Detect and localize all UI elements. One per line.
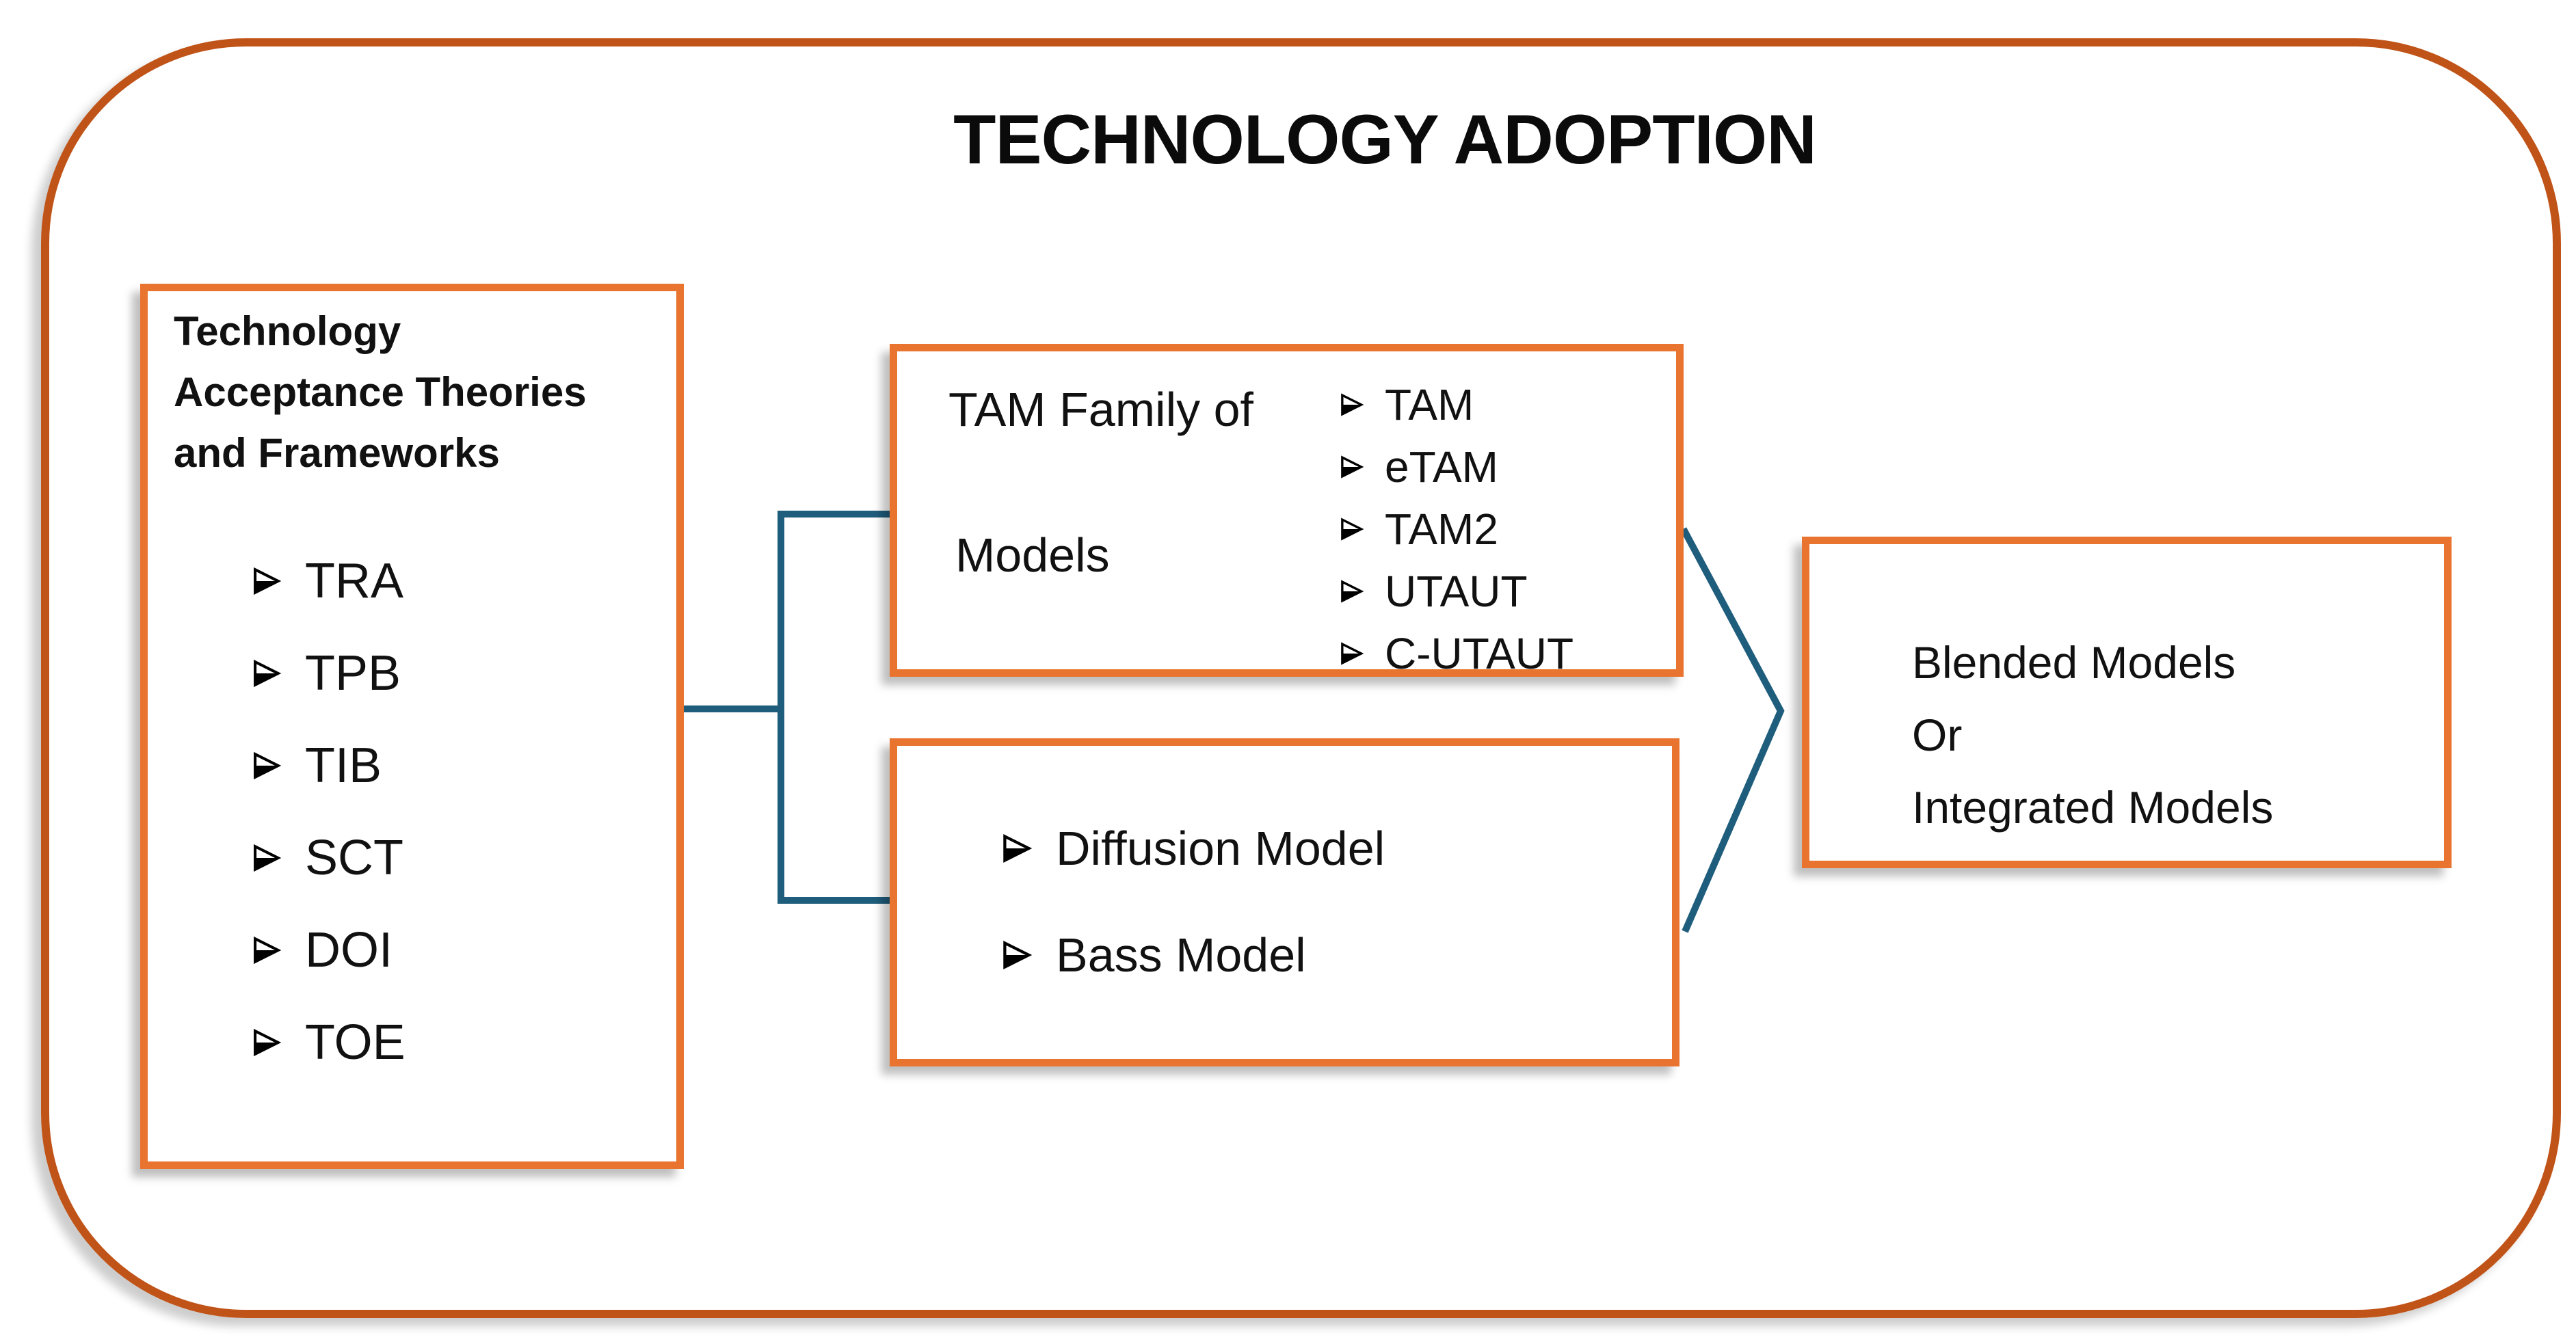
list-item-label: DOI (305, 922, 393, 978)
list-item: Diffusion Model (1000, 795, 1385, 902)
blended-box-text: Blended Models Or Integrated Models (1912, 637, 2274, 833)
list-item: TIB (250, 719, 676, 811)
arrow-bullet-icon (250, 658, 282, 689)
page-title: TECHNOLOGY ADOPTION (953, 100, 1817, 178)
blended-models-box: Blended Models Or Integrated Models (1802, 537, 2452, 868)
list-item: TRA (250, 535, 676, 627)
list-item-label: eTAM (1385, 442, 1498, 492)
arrow-bullet-icon (1338, 392, 1364, 418)
list-item: Bass Model (1000, 902, 1385, 1008)
list-item-label: TAM2 (1385, 504, 1498, 554)
arrow-bullet-icon (250, 842, 282, 874)
list-item-label: TIB (305, 738, 382, 793)
list-item-label: SCT (305, 830, 403, 885)
list-item-label: TAM (1385, 379, 1474, 429)
list-item: eTAM (1338, 435, 1574, 498)
arrow-bullet-icon (250, 935, 282, 966)
list-item-label: TRA (305, 553, 403, 608)
list-item: TAM (1338, 373, 1574, 435)
diffusion-models-box: Diffusion Model Bass Model (890, 738, 1679, 1066)
list-item: TAM2 (1338, 498, 1574, 560)
arrow-bullet-icon (250, 1027, 282, 1058)
tam-models-list: TAM eTAM TAM2 UTAUT C-UTAUT (1338, 373, 1574, 684)
left-box-heading: Technology Acceptance Theories and Frame… (174, 308, 587, 476)
arrow-bullet-icon (250, 750, 282, 781)
list-item-label: TPB (305, 645, 401, 701)
list-item-label: Diffusion Model (1056, 822, 1385, 875)
list-item: SCT (250, 811, 676, 904)
list-item-label: UTAUT (1385, 566, 1528, 616)
arrow-bullet-icon (250, 565, 282, 597)
list-item-label: C-UTAUT (1385, 628, 1574, 678)
list-item: TPB (250, 627, 676, 719)
arrow-bullet-icon (1000, 832, 1033, 865)
technology-theories-box: Technology Acceptance Theories and Frame… (140, 284, 684, 1169)
arrow-bullet-icon (1338, 516, 1364, 542)
tam-box-label-line2: Models (955, 528, 1110, 582)
merge-chevron-connector (1680, 527, 1785, 933)
list-item-label: TOE (305, 1014, 406, 1070)
tam-box-label-line1: TAM Family of (948, 383, 1253, 436)
diffusion-models-list: Diffusion Model Bass Model (1000, 795, 1385, 1008)
tam-family-box: TAM Family of Models TAM eTAM TAM2 UTAUT… (890, 344, 1684, 678)
list-item: UTAUT (1338, 560, 1574, 622)
arrow-bullet-icon (1338, 641, 1364, 667)
list-item: DOI (250, 904, 676, 996)
list-item-label: Bass Model (1056, 928, 1306, 982)
list-item: TOE (250, 996, 676, 1088)
arrow-bullet-icon (1338, 454, 1364, 480)
theories-list: TRA TPB TIB SCT DOI TOE (148, 535, 676, 1088)
arrow-bullet-icon (1338, 578, 1364, 604)
list-item: C-UTAUT (1338, 622, 1574, 684)
left-branch-connector (675, 511, 893, 904)
arrow-bullet-icon (1000, 939, 1033, 971)
outer-rounded-frame (41, 38, 2561, 1318)
